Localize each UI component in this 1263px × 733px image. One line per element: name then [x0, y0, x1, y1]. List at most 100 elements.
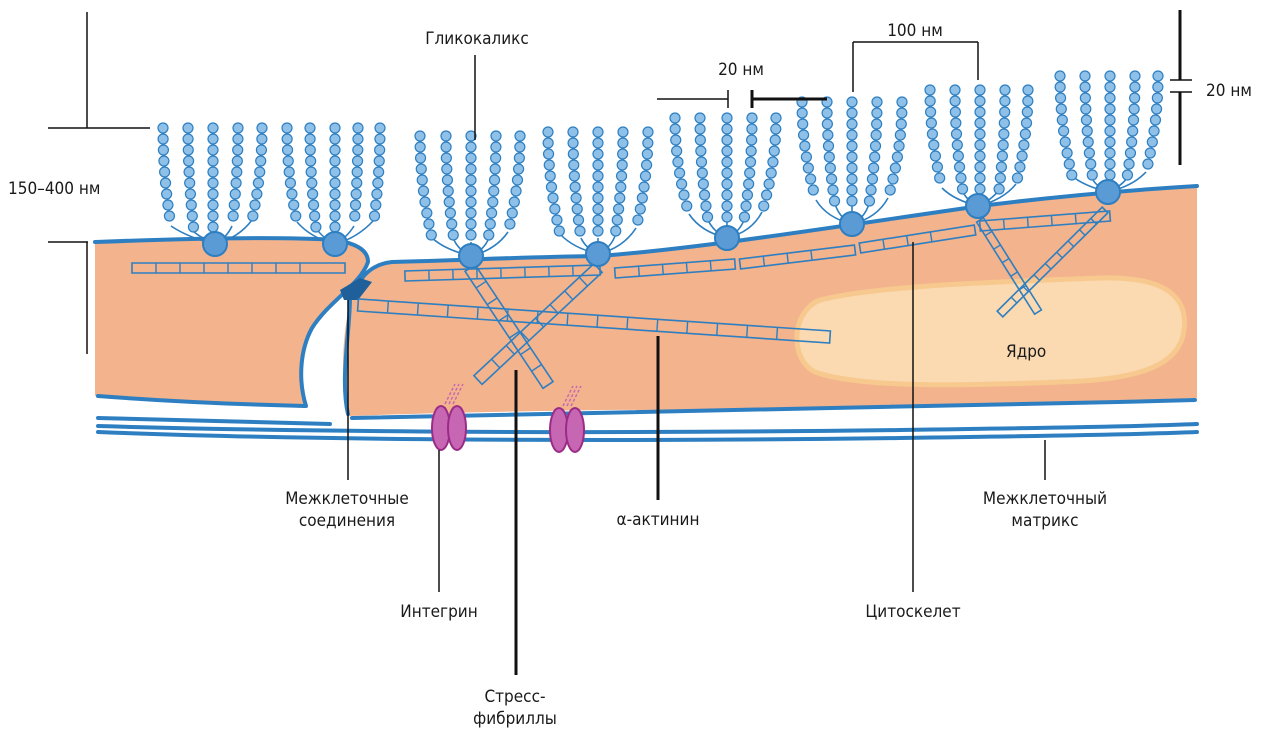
glycocalyx-tree-4-bead: [570, 182, 580, 192]
glycocalyx-tree-2-bead: [330, 200, 340, 210]
glycocalyx-tree-2-bead: [330, 222, 340, 232]
glycocalyx-tree-4-bead: [574, 215, 584, 225]
glycocalyx-tree-1-bead: [208, 222, 218, 232]
glycocalyx-tree-4-bead: [552, 215, 562, 225]
glycocalyx-tree-4-bead: [550, 204, 560, 214]
glycocalyx-tree-4-bead: [593, 215, 603, 225]
glycocalyx-tree-3-bead: [466, 219, 476, 229]
glycocalyx-tree-5-bead: [768, 157, 778, 167]
glycocalyx-tree-6-bead: [864, 196, 874, 206]
glycocalyx-tree-3-bead: [418, 186, 428, 196]
glycocalyx-tree-3-bead: [416, 153, 426, 163]
glycocalyx-tree-6-bead: [867, 174, 877, 184]
glycocalyx-tree-5-bead: [771, 113, 781, 123]
glycocalyx-tree-1-bead: [208, 134, 218, 144]
glycocalyx-tree-5-bead: [675, 168, 685, 178]
label-alpha-actinin: α-актинин: [617, 509, 700, 531]
glycocalyx-tree-3-bead: [442, 164, 452, 174]
glycocalyx-tree-3-bead: [466, 230, 476, 240]
glycocalyx-tree-8-bead: [1152, 93, 1162, 103]
glycocalyx-tree-3-bead: [426, 230, 436, 240]
glycocalyx-tree-3-bead: [466, 153, 476, 163]
glycocalyx-tree-8-bead: [1105, 159, 1115, 169]
glycocalyx-tree-5-bead: [741, 201, 751, 211]
glycocalyx-tree-2-bead: [310, 211, 320, 221]
glycocalyx-tree-3-bead: [514, 164, 524, 174]
glycocalyx-tree-3-bead: [442, 175, 452, 185]
glycocalyx-tree-4: [543, 127, 653, 266]
glycocalyx-tree-2-bead: [283, 156, 293, 166]
glycocalyx-tree-3-bead: [487, 208, 497, 218]
glycocalyx-tree-6-bead: [803, 163, 813, 173]
glycocalyx-tree-3-bead: [509, 197, 519, 207]
glycocalyx-tree-7-bead: [1012, 173, 1022, 183]
glycocalyx-tree-4-bead: [642, 160, 652, 170]
glycocalyx-tree-8-bead: [1143, 159, 1153, 169]
glycocalyx-tree-8-bead: [1080, 71, 1090, 81]
cell-bodies: [95, 186, 1197, 416]
glycocalyx-tree-8-bead: [1081, 104, 1091, 114]
glycocalyx-tree-6-bead: [847, 119, 857, 129]
glycocalyx-tree-1-bead: [183, 145, 193, 155]
glycocalyx-tree-3: [415, 131, 525, 268]
glycocalyx-tree-2-bead: [352, 167, 362, 177]
glycocalyx-tree-1-bead: [253, 178, 263, 188]
glycocalyx-tree-4-bead: [554, 226, 564, 236]
glycocalyx-tree-6-bead: [847, 152, 857, 162]
glycocalyx-tree-4-bead: [640, 171, 650, 181]
glycocalyx-tree-5-bead: [722, 113, 732, 123]
glycocalyx-tree-8-bead: [1081, 115, 1091, 125]
glycocalyx-tree-6-bead: [824, 152, 834, 162]
glycocalyx-tree-8-bead: [1105, 71, 1115, 81]
glycocalyx-tree-7-bead: [999, 118, 1009, 128]
glycocalyx-tree-8-bead: [1067, 170, 1077, 180]
glycocalyx-tree-5-anchor: [715, 226, 739, 250]
glycocalyx-tree-4-bead: [572, 204, 582, 214]
glycocalyx-tree-5: [670, 113, 781, 250]
glycocalyx-tree-7: [925, 85, 1033, 218]
glycocalyx-tree-2-bead: [375, 123, 385, 133]
glycocalyx-tree-6-bead: [870, 152, 880, 162]
glycocalyx-tree-1-bead: [257, 134, 267, 144]
glycocalyx-tree-8-bead: [1059, 126, 1069, 136]
glycocalyx-tree-1-bead: [208, 211, 218, 221]
alpha-actinin-bundle-rung: [627, 317, 628, 329]
glycocalyx-tree-2-bead: [353, 156, 363, 166]
glycocalyx-tree-6-bead: [897, 97, 907, 107]
alpha-actinin-bundle-rung: [597, 315, 598, 327]
glycocalyx-tree-1-bead: [257, 123, 267, 133]
glycocalyx-tree-1-bead: [161, 178, 171, 188]
glycocalyx-tree-1-bead: [208, 156, 218, 166]
basement-upper-left: [98, 418, 330, 424]
glycocalyx-tree-5-bead: [766, 168, 776, 178]
glycocalyx-tree-4-bead: [545, 171, 555, 181]
glycocalyx-tree-7-bead: [975, 173, 985, 183]
glycocalyx-tree-6: [797, 97, 907, 236]
glycocalyx-tree-8-bead: [1129, 104, 1139, 114]
cortical-actin-2-rung: [662, 264, 663, 274]
glycocalyx-tree-6-bead: [872, 119, 882, 129]
glycocalyx-tree-3-bead: [443, 186, 453, 196]
glycocalyx-tree-7-bead: [994, 184, 1004, 194]
glycocalyx-tree-3-bead: [491, 153, 501, 163]
glycocalyx-tree-4-bead: [569, 160, 579, 170]
glycocalyx-tree-6-bead: [885, 185, 895, 195]
glycocalyx-tree-4-bead: [614, 204, 624, 214]
glycocalyx-tree-8-bead: [1060, 137, 1070, 147]
glycocalyx-tree-3-bead: [466, 175, 476, 185]
glycocalyx-tree-5-bead: [722, 190, 732, 200]
glycocalyx-tree-5-bead: [744, 179, 754, 189]
glycocalyx-tree-1-bead: [248, 211, 258, 221]
glycocalyx-tree-5-bead: [722, 146, 732, 156]
glycocalyx-tree-3-bead: [484, 230, 494, 240]
glycocalyx-tree-5-bead: [695, 124, 705, 134]
glycocalyx-tree-1-bead: [233, 145, 243, 155]
glycocalyx-tree-8-bead: [1062, 148, 1072, 158]
glycocalyx-tree-4-bead: [618, 149, 628, 159]
glycocalyx-tree-7-bead: [932, 162, 942, 172]
glycocalyx-tree-7-bead: [996, 162, 1006, 172]
cortical-actin-5-rung: [1027, 217, 1028, 227]
glycocalyx-tree-7-bead: [955, 162, 965, 172]
glycocalyx-tree-7-bead: [975, 107, 985, 117]
glycocalyx-tree-5-bead: [703, 212, 713, 222]
